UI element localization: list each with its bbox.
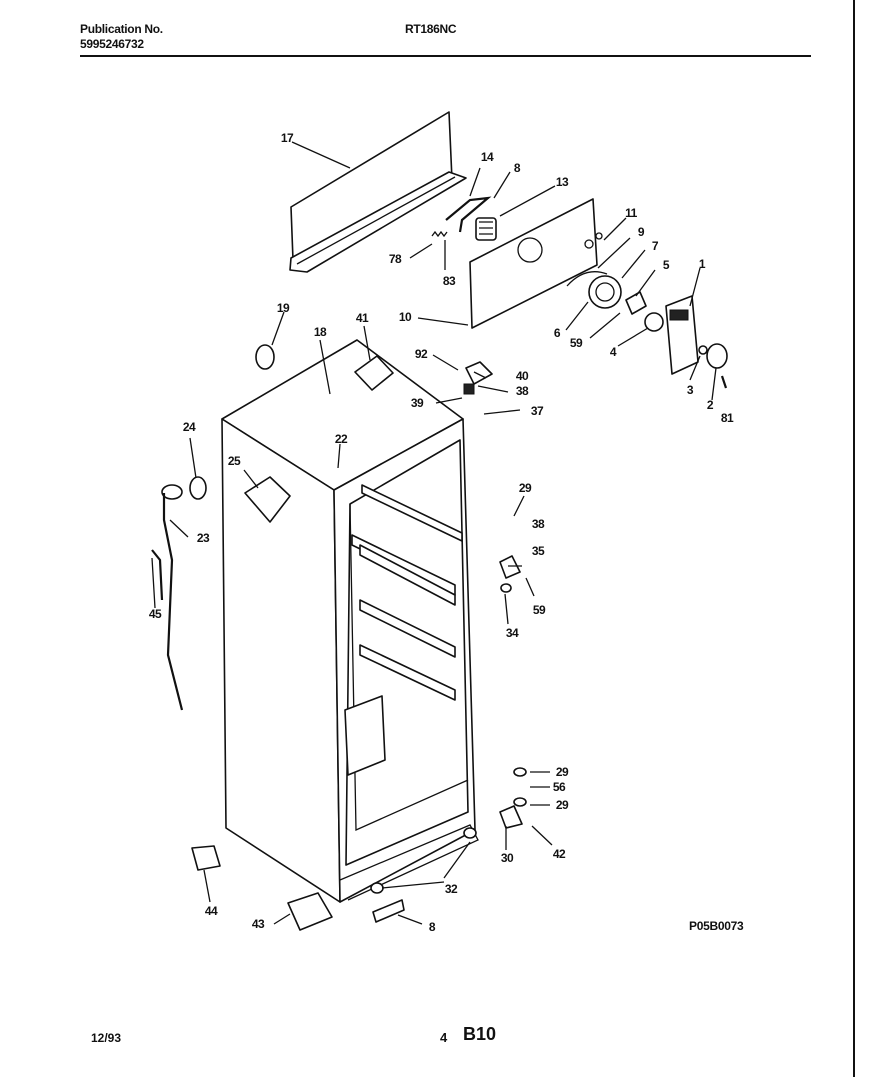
part-38-hinge-pin: [463, 383, 475, 395]
part-1-control-housing: [665, 295, 699, 375]
part-10-control-panel: [469, 198, 603, 329]
callout-37: 37: [530, 404, 544, 418]
callout-23: 23: [196, 531, 210, 545]
callout-35: 35: [531, 544, 545, 558]
part-25-hinge-plate: [244, 476, 291, 523]
part-17-top-trim: [289, 111, 467, 273]
leader-lines: [151, 141, 717, 925]
footer-section: B10: [463, 1024, 497, 1044]
callout-29: 29: [518, 481, 532, 495]
callout-18: 18: [313, 325, 327, 339]
callout-13: 13: [555, 175, 569, 189]
part-32-grommet: [370, 827, 477, 894]
callout-29b: 29: [555, 765, 569, 779]
callout-59: 59: [569, 336, 583, 350]
callout-39: 39: [410, 396, 424, 410]
part-9-capillary: [566, 271, 608, 287]
part-4-knob-base: [644, 312, 664, 332]
part-23-drain-tube: [161, 484, 184, 711]
callout-83: 83: [442, 274, 456, 288]
callout-8: 8: [513, 161, 521, 175]
callout-19: 19: [276, 301, 290, 315]
callout-6: 6: [553, 326, 561, 340]
callout-38: 38: [515, 384, 529, 398]
part-8-plate: [372, 899, 405, 923]
callout-43: 43: [251, 917, 265, 931]
part-78-spring: [431, 230, 448, 238]
header-rule: [80, 55, 811, 57]
callout-17: 17: [280, 131, 294, 145]
part-29-washer: [513, 767, 527, 807]
page-edge-line: [853, 0, 855, 1077]
publication-label: Publication No.: [80, 22, 163, 36]
part-43-roller: [287, 892, 333, 931]
part-35-hinge: [499, 555, 521, 579]
part-41-hinge-plate: [354, 355, 394, 391]
callout-41: 41: [355, 311, 369, 325]
callout-9: 9: [637, 225, 645, 239]
callout-8b: 8: [428, 920, 436, 934]
callout-81: 81: [720, 411, 734, 425]
callout-38b: 38: [531, 517, 545, 531]
part-34-washer: [500, 583, 512, 593]
part-44-leveler: [191, 845, 221, 871]
cabinet-body: [221, 339, 479, 903]
callout-24: 24: [182, 420, 196, 434]
model-number: RT186NC: [405, 22, 457, 36]
callout-32: 32: [444, 882, 458, 896]
callout-14: 14: [480, 150, 494, 164]
publication-number: 5995246732: [80, 37, 144, 51]
part-40-top-hinge: [465, 361, 493, 385]
callout-7: 7: [651, 239, 659, 253]
callout-25: 25: [227, 454, 241, 468]
callout-59b: 59: [532, 603, 546, 617]
part-19-cap: [255, 344, 275, 370]
callout-40: 40: [515, 369, 529, 383]
callout-4: 4: [609, 345, 617, 359]
callout-45: 45: [148, 607, 162, 621]
callout-42: 42: [552, 847, 566, 861]
footer-page-number: 4: [440, 1030, 448, 1045]
callout-3: 3: [686, 383, 694, 397]
part-2-knob: [706, 343, 728, 369]
part-3-washer: [698, 345, 708, 355]
part-24-bushing: [189, 476, 207, 500]
part-7-thermostat: [588, 275, 622, 309]
part-81-screw: [720, 375, 728, 389]
callout-2: 2: [706, 398, 714, 412]
callout-34: 34: [505, 626, 519, 640]
part-45-clip: [151, 549, 164, 601]
callout-11: 11: [625, 206, 637, 220]
callout-78: 78: [388, 252, 402, 266]
callout-56: 56: [552, 780, 566, 794]
callout-10: 10: [398, 310, 412, 324]
callout-44: 44: [204, 904, 218, 918]
part-14-bracket: [445, 196, 492, 233]
part-30-bottom-hinge: [499, 805, 523, 829]
callout-22: 22: [334, 432, 348, 446]
callout-30: 30: [500, 851, 514, 865]
part-5-bracket: [625, 291, 647, 315]
callout-5: 5: [662, 258, 670, 272]
callout-29c: 29: [555, 798, 569, 812]
callout-1: 1: [698, 257, 706, 271]
part-13-light-socket: [475, 217, 497, 241]
diagram-code: P05B0073: [689, 919, 744, 933]
footer-date: 12/93: [91, 1031, 122, 1045]
callout-92: 92: [414, 347, 428, 361]
